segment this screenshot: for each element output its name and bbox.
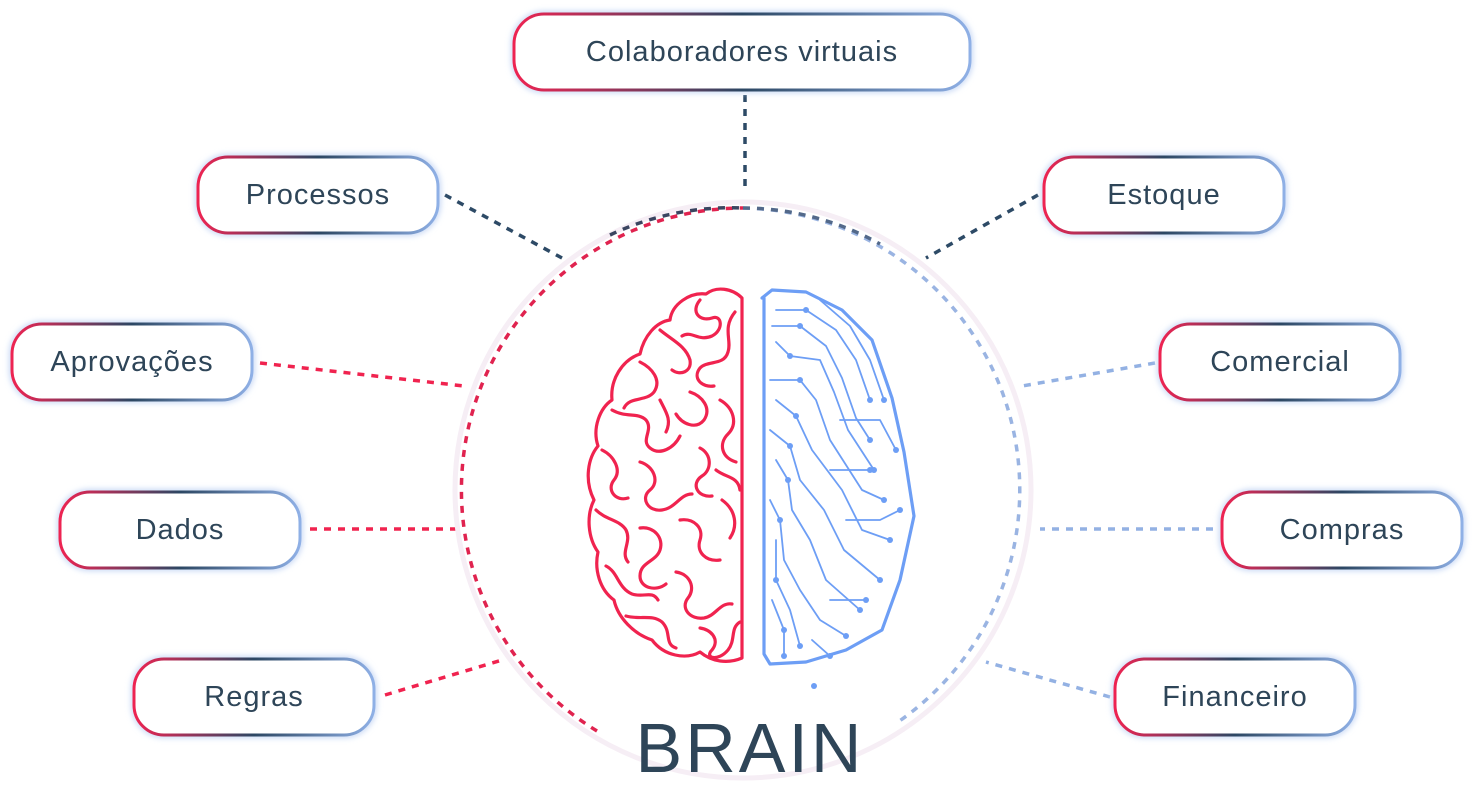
node-label: Regras <box>204 681 304 713</box>
node-regras[interactable]: Regras <box>131 656 377 738</box>
node-label: Comercial <box>1210 346 1350 378</box>
brain-circuit-hemisphere <box>760 288 916 689</box>
ring-arc-right <box>742 206 1022 724</box>
connectors <box>259 95 1213 699</box>
brain-organic-hemisphere <box>586 287 744 663</box>
connector-regras <box>384 658 503 697</box>
connector-estoque <box>925 193 1039 260</box>
connector-financeiro <box>985 660 1111 699</box>
node-label: Compras <box>1280 514 1405 546</box>
node-compras[interactable]: Compras <box>1219 489 1465 571</box>
connector-processos <box>444 193 563 260</box>
node-comercial[interactable]: Comercial <box>1157 321 1403 403</box>
nodes: Colaboradores virtuais Processos Aprovaç… <box>9 11 1465 738</box>
node-dados[interactable]: Dados <box>57 489 303 571</box>
node-financeiro[interactable]: Financeiro <box>1112 656 1358 738</box>
node-colaboradores-virtuais[interactable]: Colaboradores virtuais <box>511 11 973 93</box>
node-label: Aprovações <box>50 346 213 378</box>
node-label: Dados <box>136 514 225 546</box>
ring-arc-top-right <box>742 206 881 246</box>
ring-arc-left <box>459 206 744 733</box>
node-label: Processos <box>246 179 390 211</box>
brain-half-organic-half-circuit-icon <box>586 287 916 689</box>
node-label: Estoque <box>1107 179 1220 211</box>
connector-comercial <box>1021 361 1156 388</box>
connector-aprovacoes <box>259 361 465 388</box>
node-processos[interactable]: Processos <box>195 154 441 236</box>
brain-title: BRAIN <box>636 709 865 787</box>
node-label: Colaboradores virtuais <box>586 36 898 68</box>
node-label: Financeiro <box>1162 681 1307 713</box>
node-estoque[interactable]: Estoque <box>1041 154 1287 236</box>
node-aprovacoes[interactable]: Aprovações <box>9 321 255 403</box>
central-ring <box>452 199 1034 781</box>
ring-arc-top-left <box>609 205 744 237</box>
